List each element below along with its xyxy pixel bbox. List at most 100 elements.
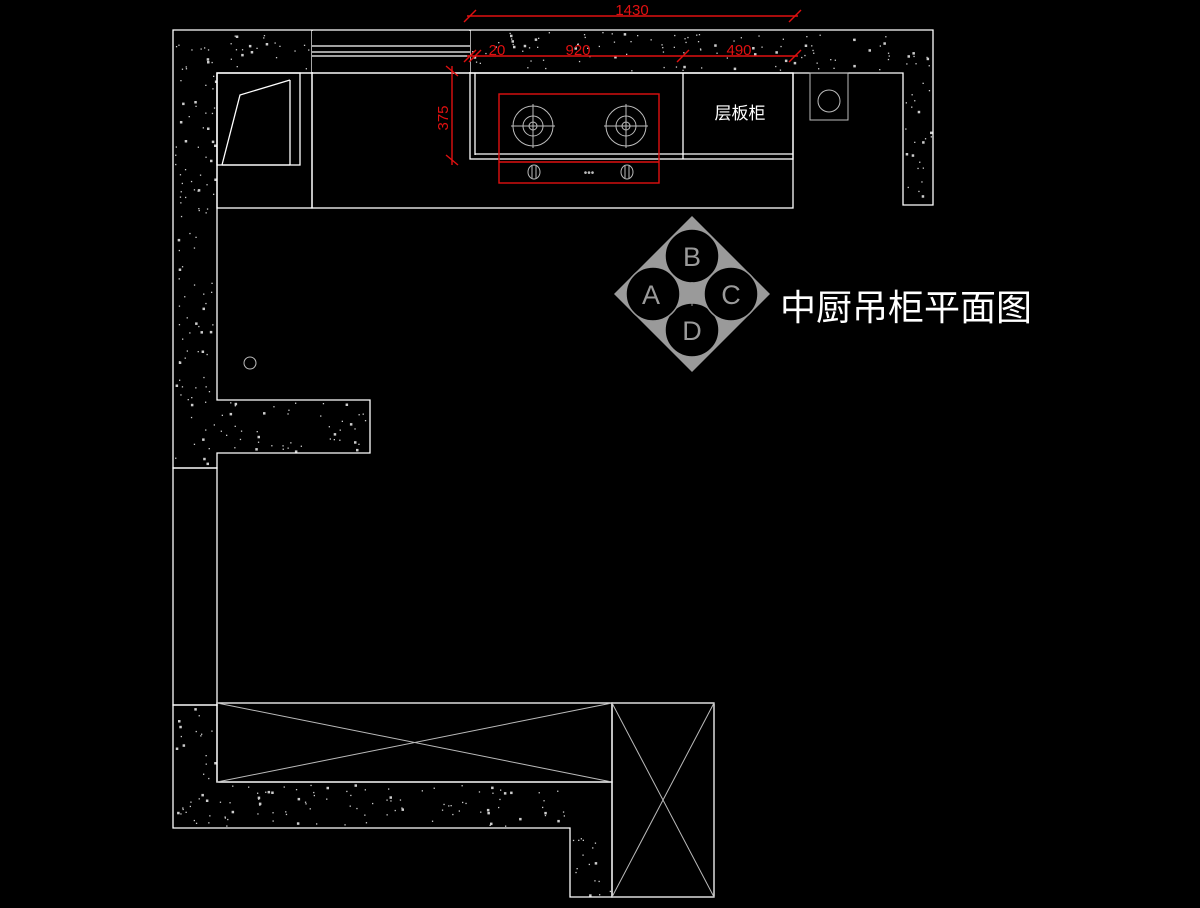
speckle [613, 41, 616, 43]
speckle [780, 45, 782, 48]
speckle [200, 331, 203, 334]
speckle [182, 338, 184, 340]
speckle [577, 43, 579, 45]
speckle [178, 361, 182, 364]
speckle [510, 791, 513, 795]
speckle [232, 785, 234, 787]
speckle [523, 44, 527, 48]
speckle [834, 59, 836, 61]
speckle [339, 429, 341, 431]
speckle [888, 55, 890, 57]
speckle [186, 350, 188, 352]
speckle [344, 824, 346, 826]
speckle [853, 38, 856, 42]
speckle [207, 61, 210, 64]
speckle [914, 141, 916, 143]
speckle [182, 807, 184, 809]
speckle [287, 413, 289, 415]
speckle [362, 413, 364, 415]
speckle [206, 184, 208, 186]
speckle [922, 82, 924, 84]
side-cabinet-x [611, 702, 715, 898]
speckle [193, 443, 196, 445]
speckle [224, 816, 226, 818]
speckle [811, 45, 813, 47]
speckle [256, 431, 258, 433]
speckle [575, 871, 577, 874]
speckle [195, 730, 197, 733]
speckle [480, 811, 482, 813]
speckle [309, 808, 311, 810]
speckle [684, 38, 686, 40]
speckle [458, 810, 460, 812]
speckle [350, 794, 352, 797]
speckle [819, 34, 821, 36]
speckle [211, 730, 213, 732]
speckle [224, 817, 226, 819]
speckle [490, 822, 493, 826]
speckle [511, 40, 514, 43]
svg-text:•••: ••• [584, 168, 595, 179]
speckle [203, 457, 206, 461]
speckle [229, 412, 233, 416]
speckle [211, 61, 213, 64]
speckle [505, 825, 507, 827]
speckle [235, 49, 238, 51]
speckle [754, 53, 757, 56]
speckle [928, 90, 931, 92]
speckle [578, 60, 581, 63]
speckle [919, 161, 921, 163]
speckle [214, 80, 218, 83]
speckle [594, 842, 597, 844]
speckle [557, 790, 559, 792]
speckle [582, 839, 584, 841]
speckle [178, 305, 181, 307]
speckle [178, 44, 180, 46]
speckle [364, 814, 366, 816]
speckle [562, 811, 565, 813]
speckle [178, 720, 181, 723]
speckle [226, 434, 228, 436]
speckle [914, 100, 916, 102]
speckle [917, 110, 921, 114]
speckle [180, 215, 183, 218]
speckle [214, 178, 217, 181]
speckle [265, 43, 269, 46]
speckle [212, 88, 214, 90]
speckle [316, 823, 318, 825]
speckle [198, 208, 200, 210]
speckle [184, 140, 188, 143]
speckle [912, 52, 915, 55]
speckle [305, 68, 307, 70]
speckle [879, 69, 881, 71]
dim-stove-width: 920 [565, 42, 590, 59]
speckle [614, 56, 617, 59]
speckle [683, 65, 686, 69]
speckle [921, 195, 925, 198]
speckle [542, 59, 545, 61]
speckle [487, 811, 490, 815]
speckle [189, 332, 191, 334]
speckle [205, 302, 207, 305]
speckle [905, 128, 907, 130]
dim-depth: 375 [435, 105, 452, 130]
speckle [582, 854, 584, 856]
speckle [195, 822, 198, 824]
speckle [285, 811, 287, 813]
speckle [179, 725, 182, 729]
speckle [211, 112, 214, 115]
speckle [563, 815, 565, 817]
speckle [179, 121, 183, 124]
speckle [177, 238, 181, 242]
speckle [282, 448, 284, 450]
speckle [180, 394, 182, 396]
speckle [542, 806, 544, 809]
speckle [509, 32, 511, 35]
speckle [308, 49, 310, 51]
speckle [198, 209, 200, 212]
speckle [263, 35, 266, 37]
speckle [683, 52, 685, 54]
speckle [229, 802, 231, 804]
speckle [673, 46, 675, 48]
speckle [448, 805, 450, 807]
